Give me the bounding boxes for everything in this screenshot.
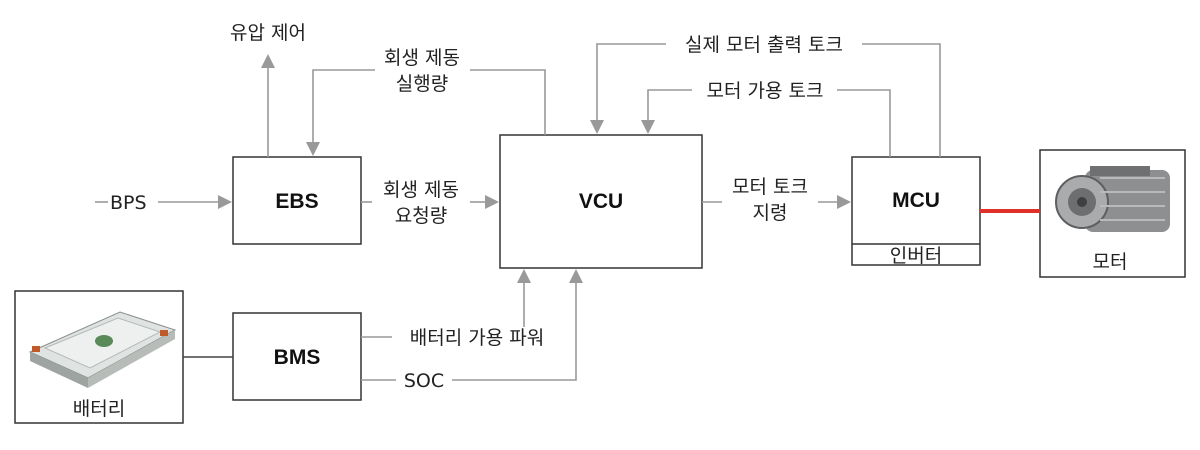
battery-power-signal: 배터리 가용 파워 [361, 269, 544, 349]
actual-motor-torque-signal: 실제 모터 출력 토크 [590, 34, 941, 157]
actual-motor-torque-label: 실제 모터 출력 토크 [685, 34, 843, 56]
mcu-label: MCU [892, 189, 940, 212]
vcu-label: VCU [579, 190, 623, 213]
vcu-block: VCU [499, 134, 703, 269]
motor-image [1055, 166, 1170, 232]
motor-torque-command-signal: 모터 토크 지령 [702, 176, 851, 224]
regen-executed-label-2: 실행량 [396, 73, 448, 95]
bps-signal: BPS [95, 192, 232, 214]
bms-label: BMS [274, 346, 321, 369]
battery-pack-image [28, 311, 177, 388]
battery-block: 배터리 [14, 290, 184, 424]
motor-torque-command-label-1: 모터 토크 [732, 176, 808, 198]
hydraulic-control-signal: 유압 제어 [230, 22, 306, 157]
available-motor-torque-signal: 모터 가용 토크 [641, 80, 891, 157]
motor-block: 모터 [1039, 149, 1186, 278]
battery-label: 배터리 [73, 398, 125, 420]
regen-executed-signal: 회생 제동 실행량 [306, 47, 546, 156]
ebs-block: EBS [232, 156, 362, 245]
bms-block: BMS [232, 312, 362, 401]
regen-request-label-1: 회생 제동 [383, 179, 459, 201]
hydraulic-control-label: 유압 제어 [230, 22, 306, 44]
ebs-label: EBS [275, 190, 318, 213]
soc-signal: SOC [361, 269, 583, 392]
motor-torque-command-label-2: 지령 [753, 202, 788, 224]
regen-request-label-2: 요청량 [395, 205, 447, 227]
motor-label: 모터 [1093, 251, 1128, 273]
soc-label: SOC [404, 370, 444, 392]
inverter-label: 인버터 [890, 245, 942, 267]
mcu-block: MCU 인버터 [851, 156, 981, 267]
bps-label: BPS [110, 192, 147, 214]
available-motor-torque-label: 모터 가용 토크 [707, 80, 824, 102]
regen-request-signal: 회생 제동 요청량 [361, 179, 499, 227]
regen-executed-label-1: 회생 제동 [384, 47, 460, 69]
battery-power-label: 배터리 가용 파워 [410, 327, 544, 349]
